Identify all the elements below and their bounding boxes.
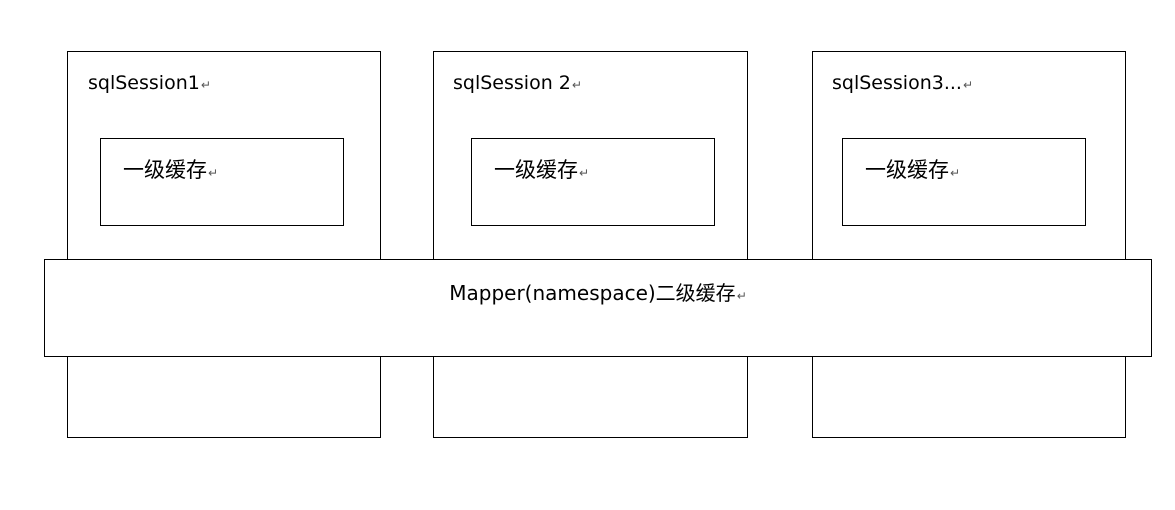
first-level-cache-box-1: 一级缓存↵ xyxy=(100,138,344,226)
first-level-cache-text-3: 一级缓存 xyxy=(865,158,949,182)
sql-session-1-label: sqlSession1↵ xyxy=(88,71,211,97)
first-level-cache-box-2: 一级缓存↵ xyxy=(471,138,715,226)
first-level-cache-box-3: 一级缓存↵ xyxy=(842,138,1086,226)
paragraph-mark-icon: ↵ xyxy=(962,78,974,92)
paragraph-mark-icon: ↵ xyxy=(579,166,590,180)
sql-session-2-text: sqlSession 2 xyxy=(453,72,571,94)
first-level-cache-text-1: 一级缓存 xyxy=(123,158,207,182)
paragraph-mark-icon: ↵ xyxy=(208,166,219,180)
first-level-cache-label-3: 一级缓存↵ xyxy=(865,157,960,186)
paragraph-mark-icon: ↵ xyxy=(200,78,211,92)
sql-session-2-box: sqlSession 2↵ 一级缓存↵ xyxy=(433,51,748,438)
sql-session-3-label: sqlSession3...↵ xyxy=(832,71,973,97)
paragraph-mark-icon: ↵ xyxy=(571,78,582,92)
first-level-cache-label-2: 一级缓存↵ xyxy=(494,157,589,186)
sql-session-1-box: sqlSession1↵ 一级缓存↵ xyxy=(67,51,381,438)
first-level-cache-text-2: 一级缓存 xyxy=(494,158,578,182)
sql-session-1-text: sqlSession1 xyxy=(88,72,200,94)
sql-session-2-label: sqlSession 2↵ xyxy=(453,71,582,97)
paragraph-mark-icon: ↵ xyxy=(736,289,747,303)
sql-session-3-text: sqlSession3... xyxy=(832,72,962,94)
sql-session-3-box: sqlSession3...↵ 一级缓存↵ xyxy=(812,51,1126,438)
mapper-second-level-cache-text: Mapper(namespace)二级缓存 xyxy=(449,281,736,305)
paragraph-mark-icon: ↵ xyxy=(950,166,961,180)
first-level-cache-label-1: 一级缓存↵ xyxy=(123,157,218,186)
mapper-second-level-cache-label: Mapper(namespace)二级缓存↵ xyxy=(45,280,1151,309)
mapper-second-level-cache-box: Mapper(namespace)二级缓存↵ xyxy=(44,259,1152,357)
